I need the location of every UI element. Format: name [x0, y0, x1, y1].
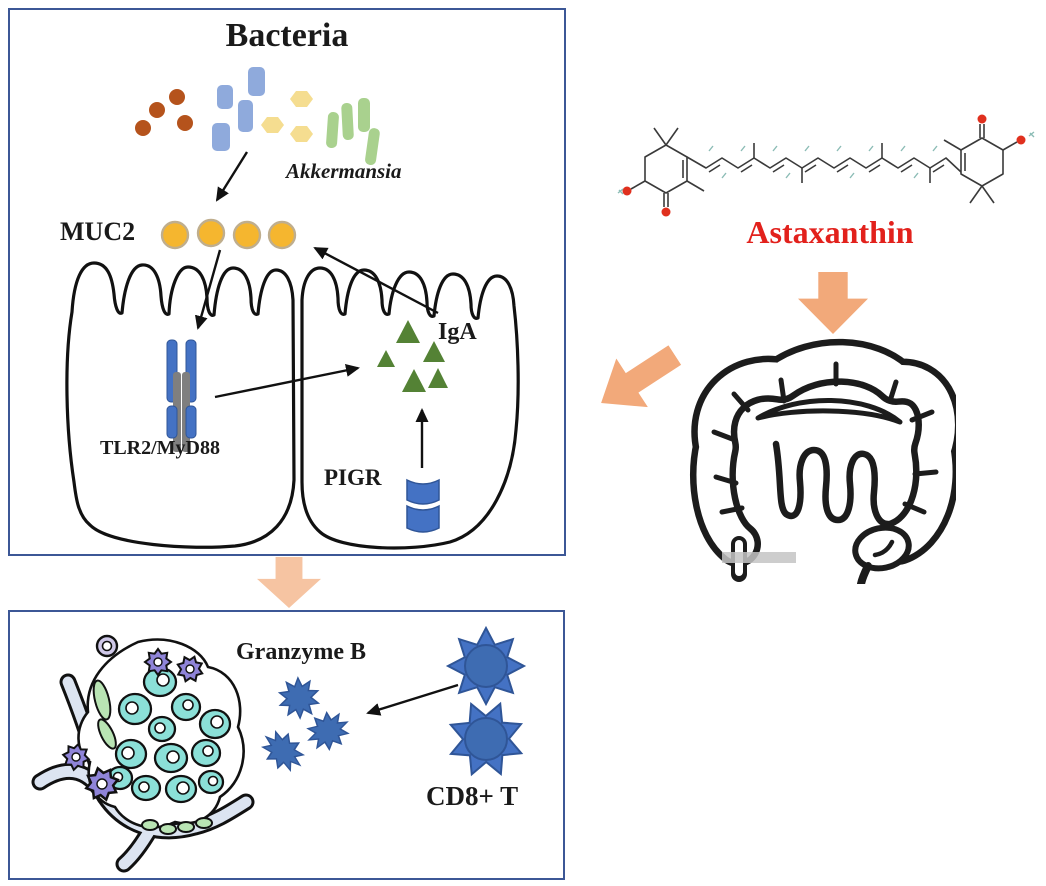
iga-label: IgA — [438, 319, 477, 345]
orange-block-arrow-down-right — [798, 272, 868, 334]
intestine-icon — [689, 338, 956, 584]
hydrogen-marks — [617, 131, 1035, 195]
arrow-muc2-to-tlr2 — [195, 249, 222, 330]
pigr-transporter-icon — [406, 478, 440, 533]
epithelium-drawing — [65, 261, 520, 550]
mucosal-immunity-drawing — [65, 67, 520, 550]
orange-block-arrow-down — [257, 557, 321, 608]
mucosal-immunity-panel: Bacteria Akkermansia MUC2 IgA TLR2/MyD88… — [8, 8, 566, 556]
tlr2-receptor-icon — [166, 339, 197, 452]
arrow-bacteria-to-muc2 — [215, 151, 249, 202]
pigr-label: PIGR — [324, 465, 382, 490]
immune-response-drawing — [31, 627, 537, 873]
granzyme-b-label: Granzyme B — [236, 639, 366, 665]
panel-title: Bacteria — [225, 17, 349, 54]
cd8-t-cell-icon — [435, 627, 537, 790]
cd8-t-label: CD8+ T — [426, 781, 519, 811]
astaxanthin-structure-icon — [617, 114, 1035, 217]
iga-triangles-icon — [377, 320, 448, 392]
stock-watermark — [722, 552, 796, 563]
arrow-tlr2-to-iga — [214, 364, 360, 399]
green-rod-akkermansia-icon — [326, 98, 380, 166]
oxygen-atoms — [622, 114, 1026, 217]
arrow-cd8-to-granzyme — [366, 683, 459, 716]
arrow-iga-to-mucus — [313, 246, 439, 315]
granzyme-granules-icon — [255, 673, 356, 779]
tlr2-myd88-label: TLR2/MyD88 — [100, 437, 220, 459]
immune-response-panel: Granzyme B CD8+ T — [8, 610, 565, 880]
yellow-hexagon-bacteria-icon — [261, 91, 313, 142]
akkermansia-label: Akkermansia — [286, 159, 402, 183]
astaxanthin-label: Astaxanthin — [746, 214, 914, 250]
brown-cocci-icon — [135, 89, 193, 136]
orange-block-arrow-left — [585, 331, 690, 428]
blue-rod-bacteria-icon — [212, 67, 265, 151]
muc2-label: MUC2 — [60, 217, 136, 246]
mucin-granules-icon — [160, 218, 297, 250]
gut-tissue-drawing — [31, 634, 255, 873]
